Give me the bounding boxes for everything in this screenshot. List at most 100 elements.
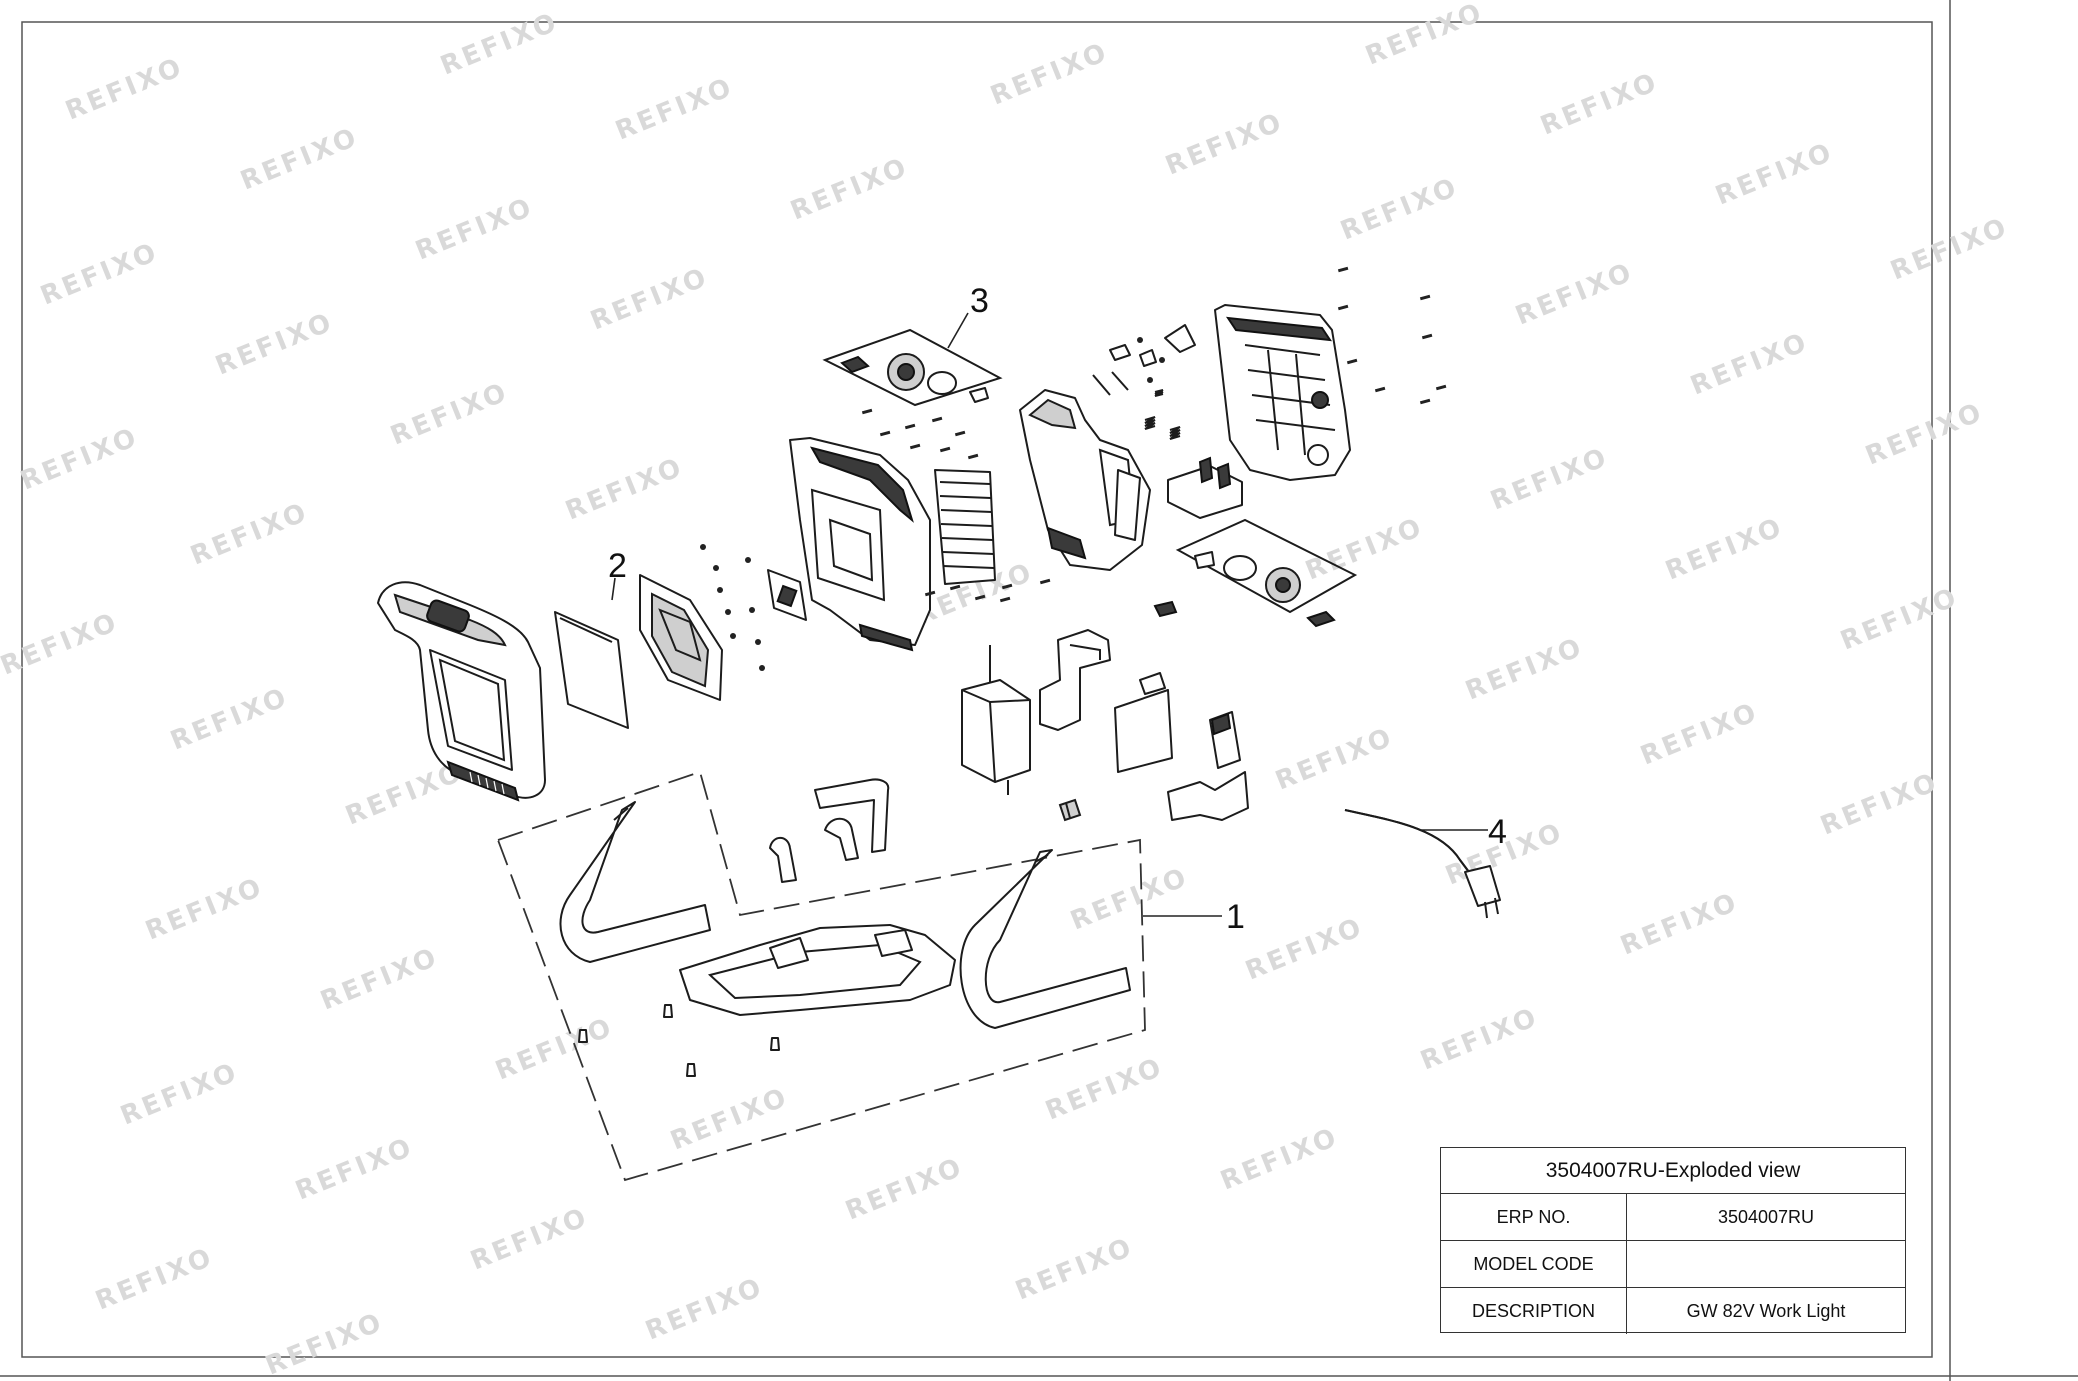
callout-label: 3 bbox=[970, 282, 989, 320]
stand-kit-outline bbox=[496, 770, 1146, 1182]
latch-clip bbox=[1153, 600, 1178, 618]
watermark: REFIXO bbox=[586, 262, 713, 336]
knob-kit-bottom bbox=[1175, 518, 1358, 628]
pcb-board bbox=[1114, 672, 1173, 773]
battery-housing bbox=[1214, 304, 1351, 481]
watermark: REFIXO bbox=[1301, 512, 1428, 586]
heat-sink-screw-group bbox=[861, 408, 1051, 603]
model-code-value bbox=[1627, 1241, 1905, 1287]
switch-block bbox=[1167, 456, 1243, 519]
watermark: REFIXO bbox=[61, 52, 188, 126]
callout-4: 4 bbox=[1420, 813, 1507, 851]
reflector-frame bbox=[639, 574, 723, 701]
watermark: REFIXO bbox=[91, 1242, 218, 1316]
watermark: REFIXO bbox=[186, 497, 313, 571]
watermark: REFIXO bbox=[666, 1082, 793, 1156]
watermark: REFIXO bbox=[1271, 722, 1398, 796]
callout-label: 4 bbox=[1488, 813, 1507, 851]
watermark: REFIXO bbox=[0, 607, 123, 681]
watermark: REFIXO bbox=[1486, 442, 1613, 516]
callout-3: 3 bbox=[947, 282, 989, 349]
description-value: GW 82V Work Light bbox=[1686, 1300, 1846, 1321]
watermark: REFIXO bbox=[1511, 257, 1638, 331]
spring bbox=[1169, 426, 1181, 440]
watermark: REFIXO bbox=[436, 7, 563, 81]
stand-base-frame bbox=[679, 924, 956, 1016]
watermark: REFIXO bbox=[1836, 582, 1963, 656]
watermark: REFIXO bbox=[166, 682, 293, 756]
cable-grommet bbox=[1058, 798, 1082, 822]
watermark: REFIXO bbox=[36, 237, 163, 311]
lamp-head-rear-housing bbox=[789, 437, 931, 652]
watermark: REFIXO bbox=[1636, 697, 1763, 771]
heat-sink bbox=[934, 469, 996, 585]
watermark: REFIXO bbox=[1816, 767, 1943, 841]
watermark: REFIXO bbox=[1066, 862, 1193, 936]
watermark: REFIXO bbox=[561, 452, 688, 526]
pcb-bracket bbox=[1039, 629, 1111, 731]
battery-terminal-block bbox=[1167, 711, 1249, 821]
title-block-row-erp: ERP NO. 3504007RU bbox=[1441, 1194, 1905, 1241]
watermark: REFIXO bbox=[261, 1307, 388, 1381]
watermark: REFIXO bbox=[841, 1152, 968, 1226]
watermark: REFIXO bbox=[1461, 632, 1588, 706]
watermark: REFIXO bbox=[1861, 397, 1988, 471]
watermark: REFIXO bbox=[1336, 172, 1463, 246]
watermark: REFIXO bbox=[1216, 1122, 1343, 1196]
power-cord-with-plug bbox=[1344, 809, 1501, 919]
watermark: REFIXO bbox=[1361, 0, 1488, 71]
transformer-with-shaft bbox=[961, 645, 1031, 795]
carry-handle-clip bbox=[769, 778, 890, 883]
erp-number-label: ERP NO. bbox=[1441, 1194, 1627, 1240]
model-code-label: MODEL CODE bbox=[1441, 1241, 1627, 1287]
watermark: REFIXO bbox=[211, 307, 338, 381]
watermark: REFIXO bbox=[1161, 107, 1288, 181]
watermark: REFIXO bbox=[986, 37, 1113, 111]
spring bbox=[1144, 416, 1156, 430]
spring-and-pin-group bbox=[1092, 324, 1196, 440]
stand-left-leg bbox=[559, 801, 711, 963]
watermark: REFIXO bbox=[1041, 1052, 1168, 1126]
watermark: REFIXO bbox=[386, 377, 513, 451]
watermark: REFIXO bbox=[236, 122, 363, 196]
battery-housing-screw-group bbox=[1337, 266, 1447, 405]
drawing-border bbox=[21, 21, 1933, 1358]
erp-number-value: 3504007RU bbox=[1717, 1206, 1815, 1227]
watermark: REFIXO bbox=[411, 192, 538, 266]
watermark: REFIXO bbox=[1686, 327, 1813, 401]
title-block: 3504007RU-Exploded view ERP NO. 3504007R… bbox=[1440, 1147, 1906, 1334]
description-label: DESCRIPTION bbox=[1441, 1288, 1627, 1334]
spring bbox=[1154, 389, 1164, 397]
watermark: REFIXO bbox=[141, 872, 268, 946]
knob-kit-top bbox=[822, 328, 1003, 407]
watermark: REFIXO bbox=[291, 1132, 418, 1206]
watermark: REFIXO bbox=[116, 1057, 243, 1131]
watermark: REFIXO bbox=[466, 1202, 593, 1276]
watermark: REFIXO bbox=[786, 152, 913, 226]
watermark: REFIXO bbox=[1536, 67, 1663, 141]
watermark: REFIXO bbox=[641, 1272, 768, 1346]
watermark: REFIXO bbox=[1416, 1002, 1543, 1076]
watermark: REFIXO bbox=[16, 422, 143, 496]
watermark: REFIXO bbox=[1241, 912, 1368, 986]
watermark: REFIXO bbox=[1661, 512, 1788, 586]
callout-1: 1 bbox=[1143, 898, 1245, 936]
title-block-row-description: DESCRIPTION GW 82V Work Light bbox=[1441, 1288, 1905, 1334]
front-screw-group bbox=[700, 544, 765, 671]
watermark: REFIXO bbox=[1011, 1232, 1138, 1306]
yoke-bracket bbox=[1019, 389, 1151, 571]
watermark: REFIXO bbox=[1711, 137, 1838, 211]
callout-label: 2 bbox=[608, 547, 627, 585]
watermark: REFIXO bbox=[316, 942, 443, 1016]
callout-label: 1 bbox=[1226, 898, 1245, 936]
lens-plate bbox=[554, 611, 629, 729]
watermark: REFIXO bbox=[491, 1012, 618, 1086]
drawing-title: 3504007RU-Exploded view bbox=[1441, 1148, 1905, 1194]
stand-screw-group bbox=[578, 1004, 780, 1077]
callout-2: 2 bbox=[608, 547, 627, 601]
watermark: REFIXO bbox=[1616, 887, 1743, 961]
led-module bbox=[767, 569, 807, 621]
title-block-row-model: MODEL CODE bbox=[1441, 1241, 1905, 1288]
front-housing-with-handle bbox=[377, 581, 546, 802]
